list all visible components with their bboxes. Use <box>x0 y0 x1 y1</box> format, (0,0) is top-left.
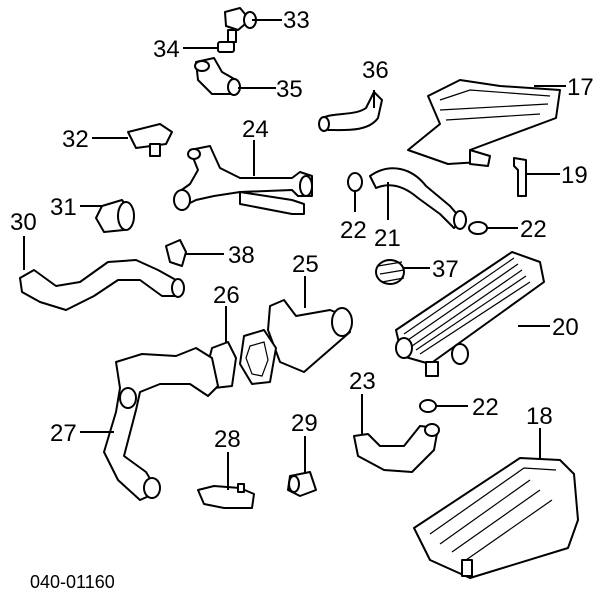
callout-36: 36 <box>362 57 389 84</box>
callout-17: 17 <box>567 74 594 101</box>
callout-22a: 22 <box>340 217 367 244</box>
part-32-sensor <box>127 123 173 157</box>
callout-22b: 22 <box>520 216 547 243</box>
callout-30: 30 <box>10 209 37 236</box>
callout-28: 28 <box>214 426 241 453</box>
part-29-connector <box>287 471 317 497</box>
callout-labels: 33 34 35 36 17 32 24 19 31 22 21 22 30 3… <box>10 7 594 453</box>
callout-35: 35 <box>276 76 303 103</box>
callout-19: 19 <box>561 162 588 189</box>
callout-20: 20 <box>552 314 579 341</box>
callout-27: 27 <box>50 420 77 447</box>
callout-24: 24 <box>242 116 269 143</box>
callout-23: 23 <box>349 368 376 395</box>
part-19-bracket <box>513 157 527 197</box>
callout-29: 29 <box>291 410 318 437</box>
part-23-hose <box>353 423 440 473</box>
part-37-sleeve <box>375 259 405 285</box>
diagram-code: 040-01160 <box>30 572 115 592</box>
callout-37: 37 <box>432 256 459 283</box>
part-20-intercooler <box>395 251 545 377</box>
part-22-clamp-c <box>419 399 437 413</box>
part-28-hose <box>197 483 255 509</box>
part-25-pipe <box>267 299 353 373</box>
part-22-clamp-a <box>347 172 363 192</box>
callout-38: 38 <box>228 242 255 269</box>
callout-18: 18 <box>526 403 553 430</box>
part-35-valve <box>194 57 241 96</box>
callout-34: 34 <box>153 36 180 63</box>
leader-lines <box>23 19 566 490</box>
part-18-air-box <box>413 457 579 579</box>
part-38-clip <box>165 239 187 267</box>
part-24-y-pipe <box>173 145 313 215</box>
part-31-connector <box>95 199 135 233</box>
part-33-valve <box>224 7 257 43</box>
callout-33: 33 <box>283 7 310 34</box>
callout-21: 21 <box>374 225 401 252</box>
callout-22c: 22 <box>472 394 499 421</box>
part-27-pipe <box>103 347 219 501</box>
callout-32: 32 <box>62 126 89 153</box>
part-34-fitting <box>217 41 235 53</box>
part-36-hose <box>318 91 383 132</box>
part-30-hose <box>19 259 185 311</box>
part-22-clamp-b <box>468 221 488 235</box>
callout-31: 31 <box>50 194 77 221</box>
callout-25: 25 <box>292 251 319 278</box>
callout-26: 26 <box>213 282 240 309</box>
part-17-air-duct <box>407 79 561 167</box>
part-21-hose <box>369 167 467 230</box>
